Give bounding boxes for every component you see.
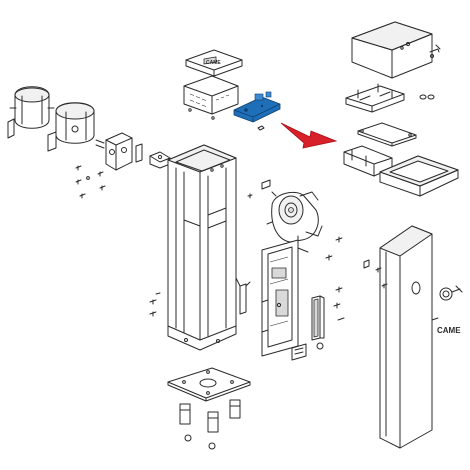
right-pointing-arrow-icon	[280, 122, 338, 149]
front-door-cover: CAME	[379, 225, 461, 449]
cover-screw	[429, 44, 441, 58]
hinge-assembly	[95, 132, 143, 171]
lid-logo-label: CAME	[206, 60, 221, 66]
foundation-plate	[167, 367, 251, 402]
column-base-frame	[167, 325, 237, 351]
panel-terminal	[291, 343, 307, 361]
control-box-base	[183, 75, 239, 120]
motor-screws	[316, 236, 345, 350]
door-brand-logo: CAME	[437, 326, 461, 335]
anchor-bolts	[179, 399, 241, 450]
electronics-panel	[261, 239, 299, 357]
small-washer	[419, 94, 435, 100]
round-cover-right	[55, 102, 95, 144]
door-lock	[439, 285, 463, 301]
lower-bracket	[343, 145, 393, 177]
barrier-main-column	[167, 144, 237, 347]
column-side-screw	[149, 292, 161, 317]
cable-gland	[235, 277, 251, 315]
column-clip	[247, 179, 271, 199]
battery-module	[311, 295, 325, 341]
small-screws-column	[75, 165, 106, 199]
small-bracket-left	[7, 118, 57, 152]
control-board-highlight[interactable]	[233, 91, 281, 123]
housing-top-cover	[351, 21, 433, 79]
guide-rail	[357, 122, 417, 147]
round-cover-left	[9, 86, 55, 129]
door-fixing-screws	[363, 259, 388, 289]
board-fuse	[257, 125, 265, 131]
cover-mounting-bracket	[345, 83, 405, 113]
square-plate-left	[149, 151, 171, 169]
gear-motor	[266, 191, 323, 253]
control-box-lid: CAME	[185, 49, 243, 77]
panel-connector	[261, 299, 269, 333]
lamp-tray	[379, 155, 459, 197]
